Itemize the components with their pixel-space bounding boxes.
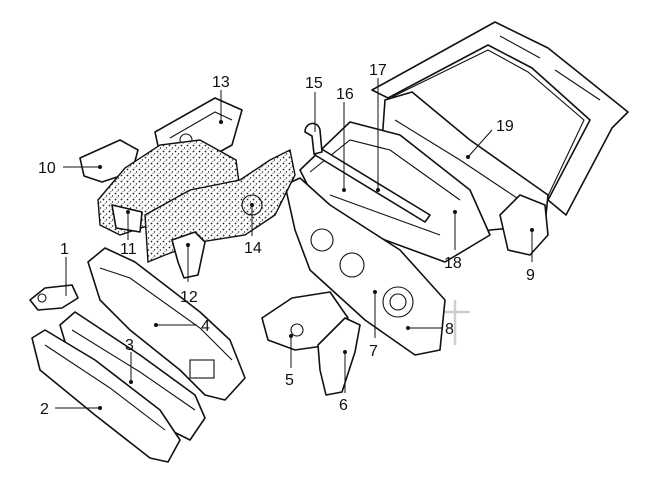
callout-2: 2 <box>40 401 49 418</box>
part-1-clip <box>29 284 79 311</box>
callout-18: 18 <box>444 255 462 272</box>
callout-16: 16 <box>336 86 354 103</box>
callout-13: 13 <box>212 74 230 91</box>
callout-9: 9 <box>526 267 535 284</box>
callout-6: 6 <box>339 397 348 414</box>
part-14-right-wheelhouse <box>144 148 296 264</box>
callout-1: 1 <box>60 241 69 258</box>
part-7-lower-dash-panel <box>284 177 446 356</box>
callout-8: 8 <box>445 321 454 338</box>
callout-14: 14 <box>244 240 262 257</box>
part-2-lower-rail <box>31 329 181 463</box>
part-15-hook-bracket <box>304 122 323 155</box>
callout-19: 19 <box>496 118 514 135</box>
callout-12: 12 <box>180 289 198 306</box>
callout-5: 5 <box>285 372 294 389</box>
callout-11: 11 <box>120 241 137 258</box>
part-4-radiator-support <box>87 247 246 401</box>
callouts: 1 2 3 4 5 6 7 8 9 10 11 12 <box>38 62 535 418</box>
callout-7: 7 <box>369 343 378 360</box>
part-9-corner-bracket <box>499 194 549 256</box>
callout-3: 3 <box>125 337 134 354</box>
callout-15: 15 <box>305 75 323 92</box>
callout-17: 17 <box>369 62 387 79</box>
leader-19 <box>467 129 493 158</box>
callout-4: 4 <box>201 318 210 335</box>
callout-10: 10 <box>38 160 56 177</box>
part-19-roof-frame <box>371 21 629 216</box>
part-6-gusset <box>317 317 361 396</box>
